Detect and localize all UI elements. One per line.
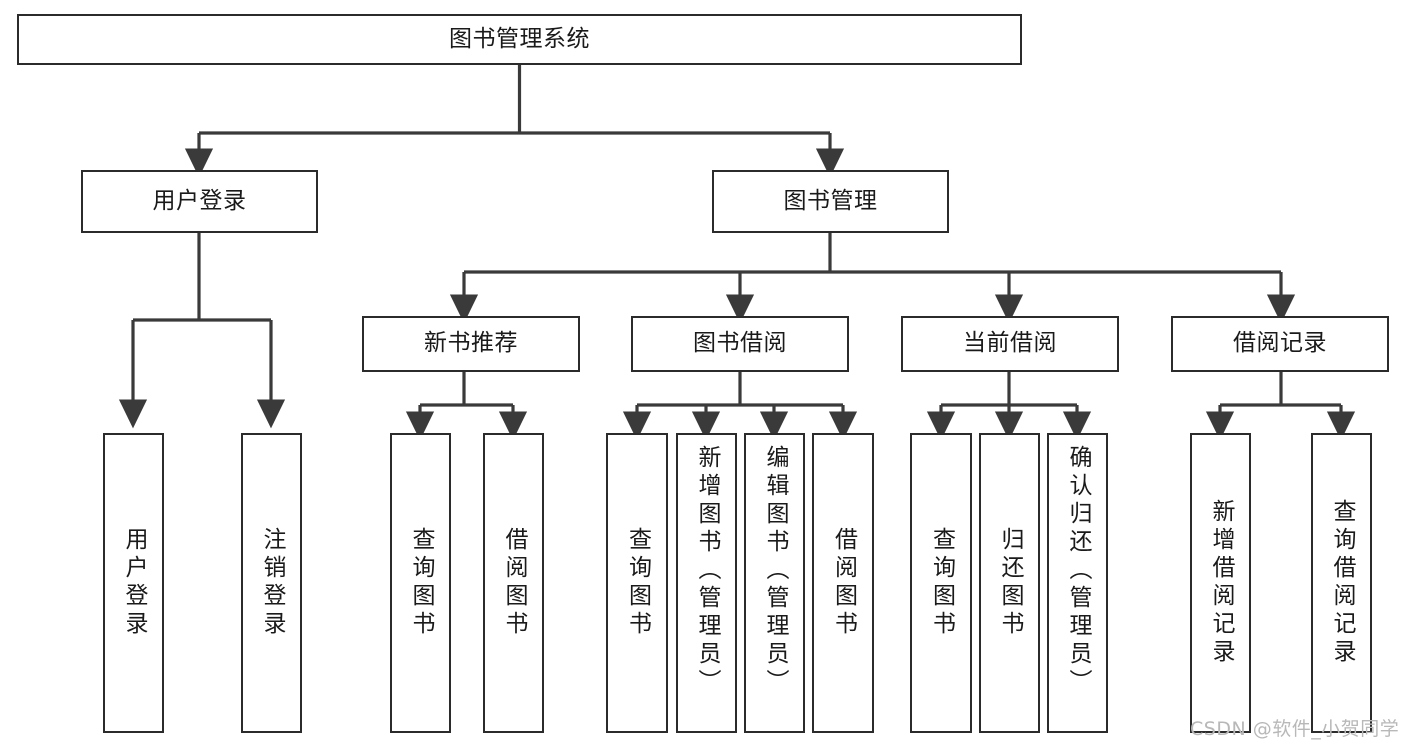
node-leaf-query-book-1-label: 查询图书 (408, 527, 434, 639)
node-leaf-query-book-2-label: 查询图书 (624, 527, 651, 639)
node-borrow-record-label: 借阅记录 (1233, 330, 1327, 357)
node-current-borrow-label: 当前借阅 (963, 330, 1057, 357)
node-leaf-add-book[interactable]: 新增图书（管理员） (676, 433, 737, 733)
node-leaf-confirm-return[interactable]: 确认归还（管理员） (1047, 433, 1108, 733)
node-borrow-record[interactable]: 借阅记录 (1171, 316, 1389, 372)
node-user-login[interactable]: 用户登录 (81, 170, 318, 233)
node-leaf-edit-book[interactable]: 编辑图书（管理员） (744, 433, 805, 733)
node-leaf-borrow-book-2-label: 借阅图书 (830, 527, 857, 639)
node-leaf-edit-book-label: 编辑图书（管理员） (762, 445, 788, 697)
node-leaf-query-record-label: 查询借阅记录 (1329, 499, 1355, 667)
node-new-book-recommend-label: 新书推荐 (424, 330, 518, 357)
node-book-management[interactable]: 图书管理 (712, 170, 949, 233)
node-leaf-query-book-3-label: 查询图书 (928, 527, 955, 639)
node-leaf-add-record[interactable]: 新增借阅记录 (1190, 433, 1251, 733)
node-book-management-label: 图书管理 (783, 187, 878, 214)
node-leaf-add-record-label: 新增借阅记录 (1208, 499, 1234, 667)
node-leaf-return-book-label: 归还图书 (997, 527, 1023, 639)
node-book-borrow[interactable]: 图书借阅 (631, 316, 849, 372)
node-current-borrow[interactable]: 当前借阅 (901, 316, 1119, 372)
node-new-book-recommend[interactable]: 新书推荐 (362, 316, 580, 372)
node-user-login-label: 用户登录 (152, 187, 247, 214)
watermark-text: CSDN @软件_小贺同学 (1190, 718, 1400, 740)
node-root[interactable]: 图书管理系统 (17, 14, 1022, 65)
node-leaf-confirm-return-label: 确认归还（管理员） (1065, 445, 1091, 697)
node-leaf-add-book-label: 新增图书（管理员） (694, 445, 720, 697)
node-leaf-query-record[interactable]: 查询借阅记录 (1311, 433, 1372, 733)
node-leaf-logout-label: 注销登录 (259, 527, 285, 639)
node-leaf-borrow-book-2[interactable]: 借阅图书 (812, 433, 874, 733)
node-book-borrow-label: 图书借阅 (693, 330, 787, 357)
node-leaf-borrow-book-1-label: 借阅图书 (501, 527, 527, 639)
node-leaf-logout[interactable]: 注销登录 (241, 433, 302, 733)
node-leaf-return-book[interactable]: 归还图书 (979, 433, 1040, 733)
node-leaf-query-book-1[interactable]: 查询图书 (390, 433, 451, 733)
node-leaf-borrow-book-1[interactable]: 借阅图书 (483, 433, 544, 733)
node-root-label: 图书管理系统 (449, 25, 590, 52)
node-leaf-query-book-2[interactable]: 查询图书 (606, 433, 668, 733)
node-leaf-query-book-3[interactable]: 查询图书 (910, 433, 972, 733)
node-leaf-user-login[interactable]: 用户登录 (103, 433, 164, 733)
node-leaf-user-login-label: 用户登录 (121, 527, 147, 639)
